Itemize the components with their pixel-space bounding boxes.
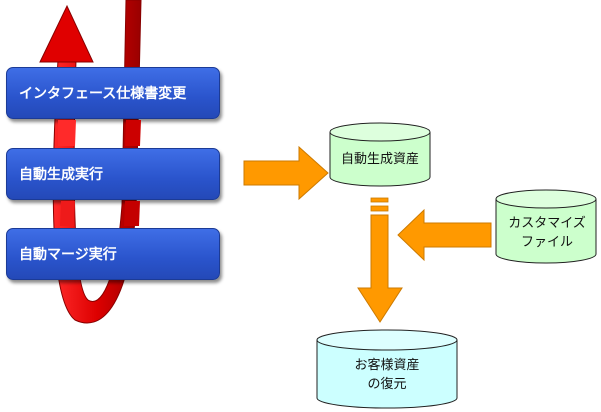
step-interface-change: インタフェース仕様書変更 bbox=[6, 67, 220, 119]
custom-file-label: カスタマイズ ファイル bbox=[498, 214, 596, 252]
generated-assets-label: 自動生成資産 bbox=[330, 150, 430, 169]
customer-assets-text-line1: お客様資産 bbox=[354, 358, 420, 373]
customer-assets-cylinder bbox=[316, 329, 458, 409]
step-interface-change-label: インタフェース仕様書変更 bbox=[19, 86, 187, 102]
customer-assets-label: お客様資産 の復元 bbox=[318, 356, 456, 394]
step-auto-merge-label: 自動マージ実行 bbox=[19, 247, 117, 263]
generated-assets-cylinder bbox=[329, 122, 431, 187]
custom-file-cylinder bbox=[495, 189, 597, 264]
generated-assets-text: 自動生成資産 bbox=[340, 152, 419, 167]
customer-assets-text-line2: の復元 bbox=[367, 377, 407, 392]
generate-arrow bbox=[243, 145, 329, 201]
step-auto-generate-label: 自動生成実行 bbox=[19, 167, 103, 183]
step-auto-merge: 自動マージ実行 bbox=[6, 228, 220, 280]
custom-file-text-line2: ファイル bbox=[520, 235, 573, 250]
step-auto-generate: 自動生成実行 bbox=[6, 148, 220, 200]
restore-arrow bbox=[357, 197, 403, 323]
custom-file-text-line1: カスタマイズ bbox=[508, 216, 586, 231]
custom-merge-arrow bbox=[397, 208, 492, 262]
loop-arrow-head bbox=[39, 4, 94, 63]
